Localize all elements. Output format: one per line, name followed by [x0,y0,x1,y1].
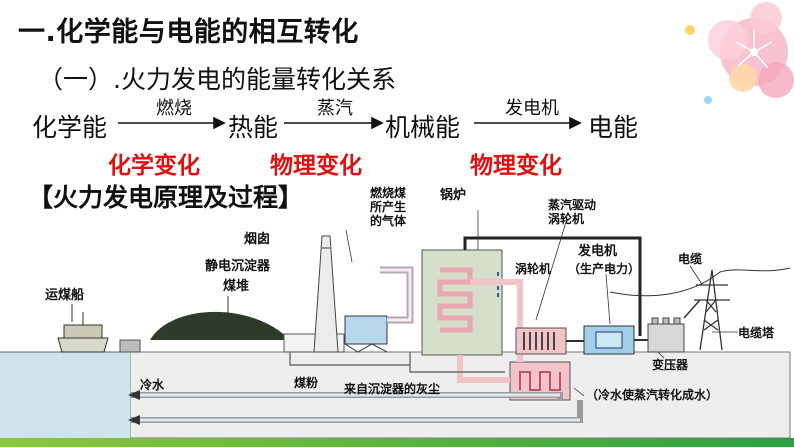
coal-powder-line [289,352,410,366]
cold-water-arrow [128,390,140,400]
arrow-head-2 [371,116,384,130]
chimney-icon [313,235,339,353]
arrow-label-burning: 燃烧 [156,98,192,119]
chain-arrows [118,116,582,130]
coal-pile-icon [150,311,290,340]
label-steam-drive-1: 蒸汽驱动 [548,198,597,212]
chain-node-thermal: 热能 [228,113,279,142]
dock [119,339,141,353]
change-label-physical-1: 物理变化 [270,153,362,179]
label-transformer: 变压器 [652,358,689,372]
label-precipitator: 静电沉淀器 [205,259,271,274]
change-label-physical-2: 物理变化 [470,153,562,179]
label-cable: 电缆 [678,252,703,266]
subheading: （一）.火力发电的能量转化关系 [38,65,396,94]
arrow-label-steam: 蒸汽 [317,98,353,119]
plum-blossom-decoration-icon [685,2,794,104]
section-title: 【火力发电原理及过程】 [28,183,304,212]
water-return-pipe [457,355,523,383]
cable-line [609,267,791,297]
steam-pipe [470,279,523,330]
chain-node-chemical: 化学能 [32,113,108,142]
page-title: 一.化学能与电能的相互转化 [18,17,359,48]
label-combustion-gas-1: 燃烧煤 [370,186,407,200]
chain-node-electric: 电能 [588,113,639,142]
change-label-chemical: 化学变化 [108,153,200,179]
label-ash: 来自沉淀器的灰尘 [344,382,441,396]
label-generator-sub: （生产电力） [568,262,641,276]
label-turbine: 涡轮机 [515,262,552,276]
label-boiler: 锅炉 [440,188,467,203]
label-combustion-gas-3: 的气体 [370,214,407,228]
label-combustion-gas-2: 所产生 [370,200,407,214]
precipitator-icon [344,315,388,345]
transformer-icon [647,317,685,353]
label-coal-pile: 煤堆 [223,279,250,294]
bottom-accent-bar [0,438,794,447]
label-tower: 电缆塔 [738,326,775,340]
label-chimney: 烟囱 [244,232,271,247]
label-steam-drive-2: 涡轮机 [548,212,585,226]
chain-node-mechanical: 机械能 [385,113,461,142]
warm-water-arrow [128,415,140,425]
arrow-head-1 [213,116,226,130]
label-condense: （冷水使蒸汽转化成水） [586,388,719,402]
water-body [0,352,130,438]
arrow-label-generator: 发电机 [505,98,559,119]
arrow-head-3 [569,116,582,130]
gas-pipe [380,266,414,324]
coal-ship-icon [57,312,109,353]
label-ship: 运煤船 [45,288,85,303]
steam-line [463,236,642,336]
label-generator: 发电机 [578,244,618,259]
label-cold-water: 冷水 [140,378,165,392]
boiler-icon [421,249,503,356]
label-coal-powder: 煤粉 [294,376,319,390]
power-tower-icon [694,269,730,351]
